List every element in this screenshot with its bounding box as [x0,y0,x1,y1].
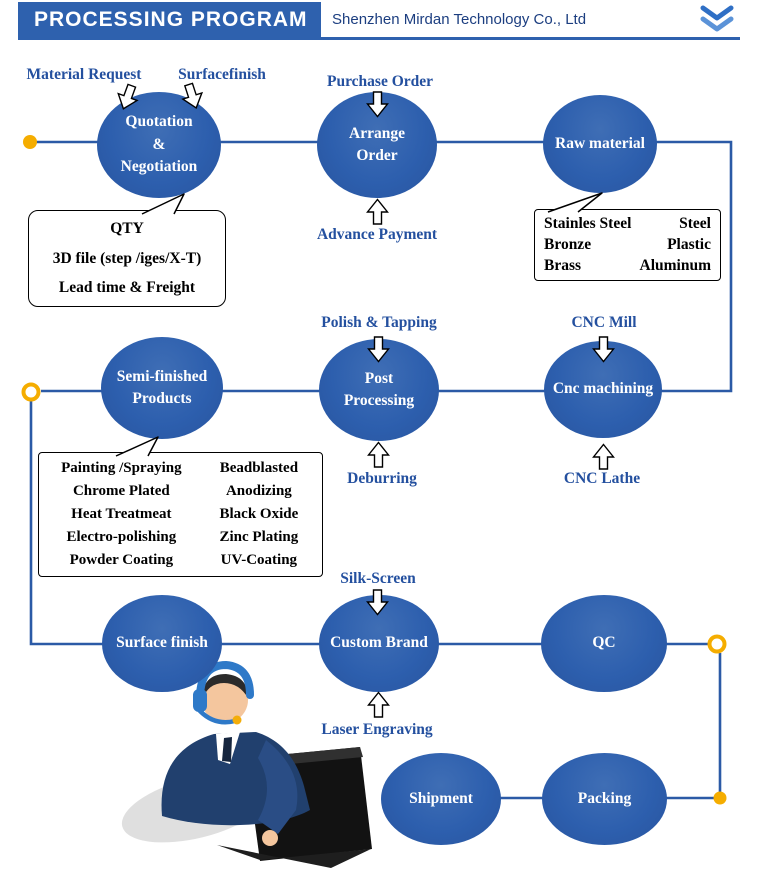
label-silk-screen: Silk-Screen [340,570,416,587]
end-dot [713,791,727,805]
callout-line: Beadblasted [219,460,299,476]
callout-line: Bronze [544,236,592,253]
down-arrow-icon [592,336,615,363]
callout-line: Aluminum [639,257,712,274]
raw-materials-right-column: Steel Plastic Aluminum [640,213,712,277]
callout-line: Anodizing [225,483,292,499]
node-surface-finish: Surface finish [102,595,222,692]
callout-line: Powder Coating [69,552,174,568]
down-arrow-icon [366,91,389,118]
callout-line: Heat Treatmeat [71,506,172,522]
callout-line: Chrome Plated [72,483,170,499]
up-arrow-icon [366,198,389,225]
callout-line: Black Oxide [219,506,299,522]
header-banner: PROCESSING PROGRAM [18,2,321,37]
callout-line: Brass [544,257,582,274]
callout-line: Plastic [667,236,711,253]
down-arrow-icon [112,81,143,114]
label-material-request: Material Request [26,66,142,83]
callout-line: Electro-polishing [66,529,177,545]
callout-line: UV-Coating [220,552,298,568]
raw-materials-left-column: Stainles Steel Bronze Brass [544,213,631,277]
down-arrow-icon [366,589,389,616]
label-cnc-mill: CNC Mill [571,314,637,331]
start-dot [23,135,37,149]
up-arrow-icon [592,443,615,470]
label-surfacefinish: Surfacefinish [178,66,266,83]
down-arrow-icon [177,80,207,113]
label-purchase-order: Purchase Order [326,73,434,90]
flow-connector-middle [29,401,708,646]
surface-finishes-callout: Painting /Spraying Beadblasted Chrome Pl… [38,452,323,577]
right-ring [707,634,727,654]
label-advance-payment: Advance Payment [316,226,438,243]
double-chevron-down-icon [700,5,734,32]
node-packing: Packing [542,753,667,845]
node-qc: QC [541,595,667,692]
header-underline [18,37,740,40]
callout-line: Lead time & Freight [58,279,196,296]
label-polish-tapping: Polish & Tapping [321,314,437,331]
node-shipment: Shipment [381,753,501,845]
up-arrow-icon [367,691,390,718]
left-ring [21,382,41,402]
callout-line: Stainles Steel [544,215,632,232]
company-name: Shenzhen Mirdan Technology Co., Ltd [332,11,587,28]
callout-line: QTY [110,220,144,237]
callout-line: Painting /Spraying [61,460,182,476]
support-agent-illustration [121,660,372,868]
quotation-details-callout: QTY 3D file (step /iges/X-T) Lead time &… [28,210,226,307]
node-quotation-negotiation: Quotation & Negotiation [97,92,221,198]
label-deburring: Deburring [347,470,417,487]
callout-line: 3D file (step /iges/X-T) [52,249,202,267]
node-semi-finished: Semi-finished Products [101,337,223,439]
callout-line: Steel [679,215,711,232]
page-title: PROCESSING PROGRAM [34,7,308,31]
label-cnc-lathe: CNC Lathe [563,470,641,487]
node-raw-material: Raw material [543,95,657,193]
callout-line: Zinc Plating [219,529,299,545]
down-arrow-icon [367,336,390,363]
up-arrow-icon [367,441,390,468]
raw-materials-callout: Stainles Steel Bronze Brass Steel Plasti… [534,209,721,281]
label-laser-engraving: Laser Engraving [321,721,433,738]
